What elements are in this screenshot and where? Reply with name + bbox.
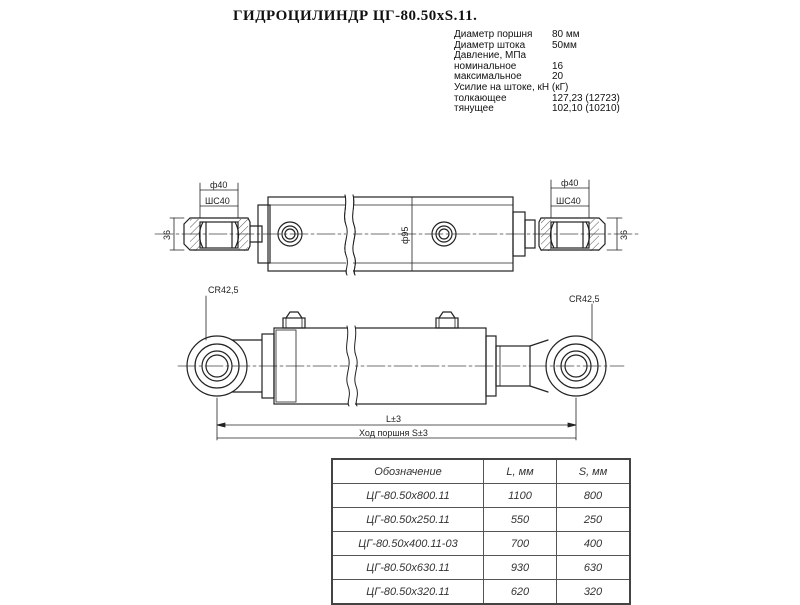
spec-label: Диаметр штока — [454, 39, 526, 51]
length-dimensions — [216, 397, 577, 441]
side-view: СR42,5 СR42,5 L±3 Ход поршня S±3 — [177, 285, 625, 441]
cell-length: 1100 — [483, 483, 557, 508]
right-rod-eye — [529, 335, 607, 397]
left-eye-width-label: 36 — [162, 230, 172, 240]
table-row: ЦГ-80.50х250.11 550 250 — [331, 507, 631, 532]
length-label: L±3 — [386, 414, 401, 424]
cell-length: 620 — [483, 579, 557, 605]
header-designation: Обозначение — [331, 458, 484, 484]
spec-label: максимальное — [454, 71, 522, 83]
spec-value: 127,23 (12723) — [552, 92, 620, 104]
models-table: Обозначение L, мм S, мм ЦГ-80.50х800.11 … — [331, 458, 631, 605]
table-header-row: Обозначение L, мм S, мм — [331, 458, 631, 484]
spec-value: 102,10 (10210) — [552, 103, 620, 115]
spec-label: Усилие на штоке, кН (кГ) — [454, 81, 569, 93]
spec-label: Диаметр поршня — [454, 29, 533, 40]
left-port — [277, 221, 303, 247]
spec-value: 20 — [552, 71, 564, 83]
right-eye-section — [538, 217, 606, 251]
spec-value: 80 мм — [552, 29, 580, 40]
left-eye-section — [183, 217, 263, 251]
table-row: ЦГ-80.50х800.11 1100 800 — [331, 483, 631, 508]
spec-row-piston-diameter: Диаметр поршня 80 мм — [454, 29, 580, 41]
table-row: ЦГ-80.50х630.11 930 630 — [331, 555, 631, 580]
spec-row-rod-diameter: Диаметр штока 50мм — [454, 39, 577, 52]
cell-stroke: 800 — [556, 483, 631, 508]
spec-row-pressure-nominal: номинальное 16 — [454, 60, 568, 73]
table-row: ЦГ-80.50х400.11-03 700 400 — [331, 531, 631, 556]
left-eye-diameter-label: ф40 — [210, 180, 227, 190]
cell-designation: ЦГ-80.50х630.11 — [331, 555, 484, 580]
right-bearing-label: ШС40 — [556, 196, 581, 206]
cell-length: 930 — [483, 555, 557, 580]
cell-stroke: 630 — [556, 555, 631, 580]
spec-label: Давление, МПа — [454, 50, 527, 62]
stroke-label: Ход поршня S±3 — [359, 428, 428, 438]
spec-row-force-pull: тянущее 102,10 (10210) — [454, 103, 620, 115]
radius-leaders — [205, 295, 593, 341]
cell-length: 700 — [483, 531, 557, 556]
spec-value: 16 — [552, 60, 564, 72]
left-rod-eye — [186, 335, 263, 397]
header-length: L, мм — [483, 458, 557, 484]
body-diameter-label: ф95 — [400, 227, 410, 244]
cell-designation: ЦГ-80.50х400.11-03 — [331, 531, 484, 556]
cell-length: 550 — [483, 507, 557, 532]
right-radius-label: СR42,5 — [569, 294, 600, 304]
top-view: ф40 ШС40 ф40 ШС40 36 36 ф95 — [154, 178, 641, 276]
spec-label: тянущее — [454, 103, 494, 115]
drawing-title: ГИДРОЦИЛИНДР ЦГ-80.50хS.11. — [233, 8, 478, 24]
left-bearing-label: ШС40 — [205, 196, 230, 206]
cell-stroke: 250 — [556, 507, 631, 532]
cell-designation: ЦГ-80.50х800.11 — [331, 483, 484, 508]
specifications-block: Диаметр поршня 80 мм Диаметр штока 50мм … — [454, 29, 620, 115]
header-stroke: S, мм — [556, 458, 631, 484]
right-eye-width-label: 36 — [619, 230, 629, 240]
right-port — [431, 221, 457, 247]
cell-stroke: 320 — [556, 579, 631, 605]
spec-row-force-heading: Усилие на штоке, кН (кГ) — [454, 81, 569, 94]
right-eye-diameter-label: ф40 — [561, 178, 578, 188]
cell-designation: ЦГ-80.50х320.11 — [331, 579, 484, 605]
left-radius-label: СR42,5 — [208, 285, 239, 295]
spec-row-force-push: толкающее 127,23 (12723) — [454, 92, 620, 105]
top-cylinder-body — [257, 194, 536, 276]
cell-stroke: 400 — [556, 531, 631, 556]
side-cylinder-body — [261, 311, 531, 407]
spec-row-pressure-max: максимальное 20 — [454, 72, 568, 83]
spec-row-pressure-heading: Давление, МПа — [454, 50, 568, 62]
spec-label: толкающее — [454, 92, 507, 104]
spec-value: 50мм — [552, 39, 577, 51]
right-eye-dimensions — [550, 179, 623, 251]
cell-designation: ЦГ-80.50х250.11 — [331, 507, 484, 532]
table-row: ЦГ-80.50х320.11 620 320 — [331, 579, 631, 605]
spec-label: номинальное — [454, 60, 517, 72]
left-eye-dimensions — [169, 182, 239, 251]
